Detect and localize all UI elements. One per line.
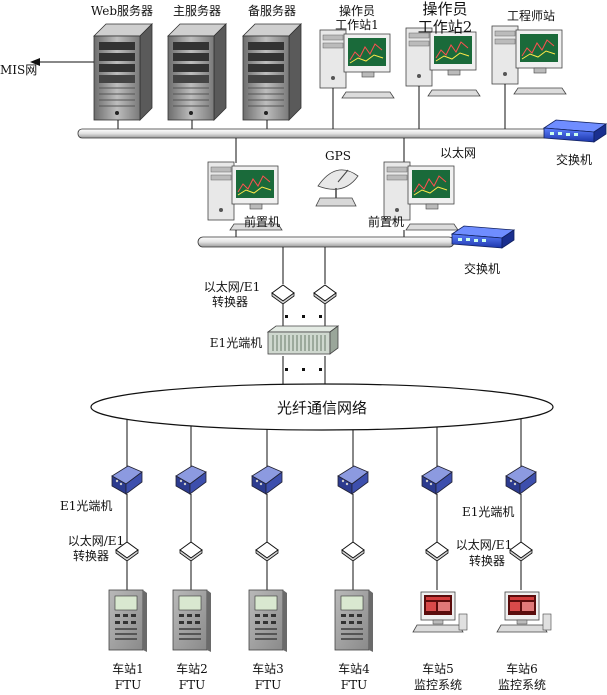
workstation-icon — [319, 29, 395, 99]
converter-label-left-1: 以太网/E1 — [68, 533, 124, 548]
frontend-1-label: 前置机 — [244, 214, 280, 229]
network-switch-icon — [542, 119, 607, 143]
server-tower-icon — [242, 23, 302, 121]
ethernet-bus-lower — [197, 236, 455, 248]
converter-icon — [509, 541, 533, 562]
server-tower-icon — [167, 23, 227, 121]
ellipsis-dots-lower — [285, 368, 322, 371]
ethernet-label: 以太网 — [440, 145, 476, 160]
station-branch-6: 车站6 监控系统 — [496, 418, 552, 692]
converter-icon — [271, 284, 295, 305]
top-drop-lines — [117, 84, 506, 132]
switch-top-label: 交换机 — [556, 152, 592, 167]
monitor-pc-icon — [496, 591, 552, 633]
station-name: 车站4 — [338, 661, 370, 676]
e1-terminal-label-left: E1光端机 — [60, 499, 112, 513]
workstation-3-label: 工程师站 — [507, 8, 555, 23]
station-name: 车站5 — [422, 661, 454, 676]
e1-terminal-rack: E1光端机 — [210, 325, 340, 355]
workstation-operator-1: 操作员 工作站1 — [319, 3, 395, 99]
center-converter-1 — [271, 284, 295, 305]
server-main: 主服务器 — [167, 3, 227, 121]
server-main-label: 主服务器 — [173, 3, 221, 18]
station-type: FTU — [341, 678, 367, 692]
station-type: FTU — [255, 678, 281, 692]
station-name: 车站3 — [252, 661, 284, 676]
converter-label-left-2: 转换器 — [73, 548, 109, 563]
converter-icon — [425, 541, 449, 562]
workstation-2-line1: 操作员 — [422, 0, 467, 18]
gps-receiver: GPS — [315, 149, 359, 207]
fiber-network: 光纤通信网络 — [90, 383, 554, 431]
workstation-operator-2: 操作员 工作站2 — [405, 0, 481, 97]
ftu-device-icon — [334, 589, 374, 653]
ellipsis-dots-upper — [285, 315, 322, 318]
server-web-label: Web服务器 — [91, 3, 153, 18]
satellite-dish-icon — [315, 169, 359, 207]
network-switch-icon — [450, 225, 516, 249]
center-converter-2 — [313, 284, 337, 305]
frontend-2-label: 前置机 — [368, 214, 404, 229]
workstation-engineer: 工程师站 — [491, 8, 567, 95]
station-branch-5: 车站5 监控系统 — [412, 426, 468, 692]
mis-label: MIS网 — [0, 63, 37, 77]
monitor-pc-icon — [412, 591, 468, 633]
station-name: 车站1 — [112, 661, 144, 676]
ftu-device-icon — [108, 589, 148, 653]
switch-top: 交换机 — [542, 119, 607, 167]
server-web: Web服务器 — [91, 3, 153, 121]
e1-terminal-rack-label: E1光端机 — [210, 336, 262, 350]
frontend-uplinks — [235, 138, 405, 163]
switch-lower-label: 交换机 — [464, 261, 500, 276]
arrow-left-icon — [30, 58, 40, 66]
e1-terminal-icon — [251, 465, 283, 495]
workstation-2-line2: 工作站2 — [418, 18, 473, 36]
converter-label-right-1: 以太网/E1 — [456, 537, 512, 552]
e1-terminal-icon — [111, 465, 143, 495]
frontend-1: 前置机 — [207, 161, 283, 231]
station-type: FTU — [115, 678, 141, 692]
mis-link: MIS网 — [0, 58, 94, 77]
workstation-icon — [491, 25, 567, 95]
converter-label-right-2: 转换器 — [469, 553, 505, 568]
station-name: 车站2 — [176, 661, 208, 676]
ftu-device-icon — [248, 589, 288, 653]
station-type: 监控系统 — [414, 678, 462, 692]
center-converter-label-2: 转换器 — [212, 294, 248, 309]
center-converter-label-1: 以太网/E1 — [204, 279, 260, 294]
e1-terminal-icon — [505, 465, 537, 495]
server-backup: 备服务器 — [242, 3, 302, 121]
e1-rack-icon — [266, 325, 340, 355]
workstation-1-line2: 工作站1 — [335, 18, 379, 32]
station-type: 监控系统 — [498, 678, 546, 692]
converter-icon — [341, 541, 365, 562]
station-type: FTU — [179, 678, 205, 692]
workstation-icon — [405, 27, 481, 97]
converter-icon — [313, 284, 337, 305]
workstation-1-line1: 操作员 — [339, 3, 375, 18]
e1-terminal-icon — [175, 465, 207, 495]
e1-terminal-label-right: E1光端机 — [462, 505, 514, 519]
switch-lower: 交换机 — [450, 225, 516, 276]
server-tower-icon — [93, 23, 153, 121]
station-name: 车站6 — [506, 661, 538, 676]
ethernet-bus-top — [77, 128, 551, 139]
converter-icon — [179, 541, 203, 562]
fiber-network-label: 光纤通信网络 — [277, 399, 367, 417]
frontend-2: 前置机 — [368, 161, 459, 231]
gps-label: GPS — [325, 149, 351, 163]
ftu-device-icon — [172, 589, 212, 653]
e1-terminal-icon — [421, 465, 453, 495]
converter-icon — [255, 541, 279, 562]
server-backup-label: 备服务器 — [248, 3, 296, 18]
e1-terminal-icon — [337, 465, 369, 495]
center-links — [282, 247, 326, 385]
